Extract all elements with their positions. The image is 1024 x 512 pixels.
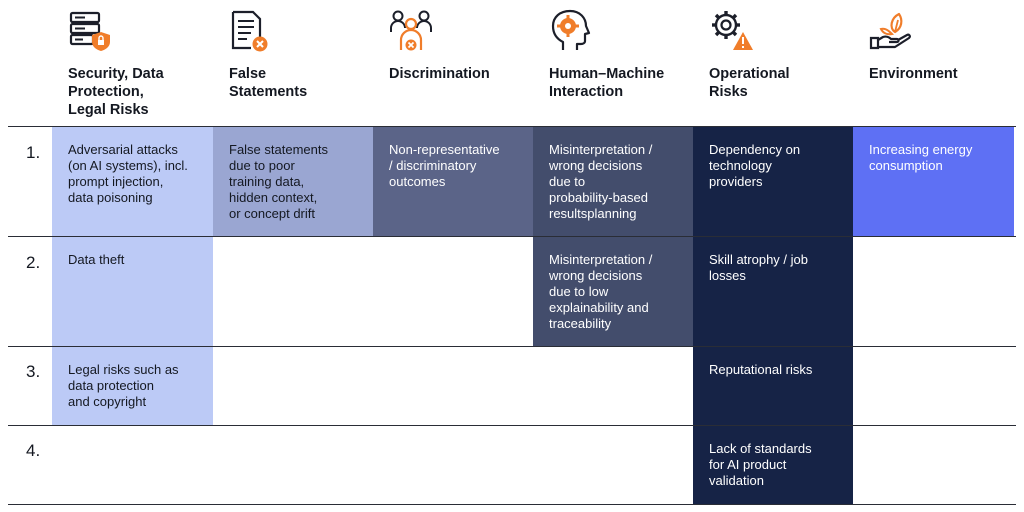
row-number: 1. bbox=[26, 143, 41, 162]
row-divider bbox=[8, 504, 1016, 505]
row-divider bbox=[8, 346, 1016, 347]
column-title: Environment bbox=[869, 66, 958, 82]
risk-cell: Legal risks such as data protection and … bbox=[52, 346, 213, 425]
risk-text: Increasing energy consumption bbox=[869, 142, 973, 173]
row-number: 4. bbox=[26, 441, 41, 460]
gear-warning-icon bbox=[712, 11, 753, 50]
risk-text: Data theft bbox=[68, 252, 125, 267]
row-number: 3. bbox=[26, 362, 41, 381]
column-header-operational: Operational Risks bbox=[693, 0, 853, 126]
row-number: 2. bbox=[26, 253, 41, 272]
risk-text: False statements due to poor training da… bbox=[229, 142, 328, 221]
risk-cell: Non-representative / discriminatory outc… bbox=[373, 126, 533, 236]
risk-cell: Increasing energy consumption bbox=[853, 126, 1014, 236]
column-title: Human–Machine Interaction bbox=[549, 66, 665, 100]
risk-text: Legal risks such as data protection and … bbox=[68, 362, 179, 409]
risk-text: Adversarial attacks (on AI systems), inc… bbox=[68, 142, 188, 205]
risk-cell: Lack of standards for AI product validat… bbox=[693, 425, 853, 504]
risk-text: Skill atrophy / job losses bbox=[709, 252, 808, 283]
risk-text: Non-representative / discriminatory outc… bbox=[389, 142, 500, 189]
row-divider bbox=[8, 425, 1016, 426]
risk-cell: Data theft bbox=[52, 236, 213, 346]
row-divider bbox=[8, 126, 1016, 127]
hand-leaf-icon bbox=[869, 12, 911, 50]
column-header-human-machine: Human–Machine Interaction bbox=[533, 0, 693, 126]
risk-cell: Misinterpretation / wrong decisions due … bbox=[533, 126, 693, 236]
column-title: Operational Risks bbox=[709, 66, 790, 100]
column-header-environment: Environment bbox=[853, 0, 1013, 126]
risk-cell: False statements due to poor training da… bbox=[213, 126, 373, 236]
risk-text: Reputational risks bbox=[709, 362, 813, 377]
risk-cell: Skill atrophy / job losses bbox=[693, 236, 853, 346]
column-header-false-statements: False Statements bbox=[213, 0, 373, 126]
server-shield-icon bbox=[69, 11, 110, 51]
table-header: Security, Data Protection, Legal Risks F… bbox=[0, 0, 1024, 126]
column-header-security: Security, Data Protection, Legal Risks bbox=[52, 0, 212, 126]
column-title: False Statements bbox=[229, 66, 308, 100]
risk-cell: Adversarial attacks (on AI systems), inc… bbox=[52, 126, 213, 236]
row-divider bbox=[8, 236, 1016, 237]
risk-text: Dependency on technology providers bbox=[709, 142, 801, 189]
column-header-discrimination: Discrimination bbox=[373, 0, 533, 126]
risk-text: Lack of standards for AI product validat… bbox=[709, 441, 812, 488]
risk-cell: Misinterpretation / wrong decisions due … bbox=[533, 236, 693, 346]
people-exclusion-icon bbox=[390, 10, 432, 51]
head-gear-icon bbox=[551, 9, 591, 50]
risk-table: Adversarial attacks (on AI systems), inc… bbox=[0, 126, 1024, 506]
risk-cell: Dependency on technology providers bbox=[693, 126, 853, 236]
risk-text: Misinterpretation / wrong decisions due … bbox=[549, 142, 653, 221]
document-error-icon bbox=[231, 10, 268, 52]
column-title: Discrimination bbox=[389, 66, 490, 82]
column-title: Security, Data Protection, Legal Risks bbox=[68, 66, 164, 118]
risk-cell: Reputational risks bbox=[693, 346, 853, 425]
risk-text: Misinterpretation / wrong decisions due … bbox=[549, 252, 653, 331]
